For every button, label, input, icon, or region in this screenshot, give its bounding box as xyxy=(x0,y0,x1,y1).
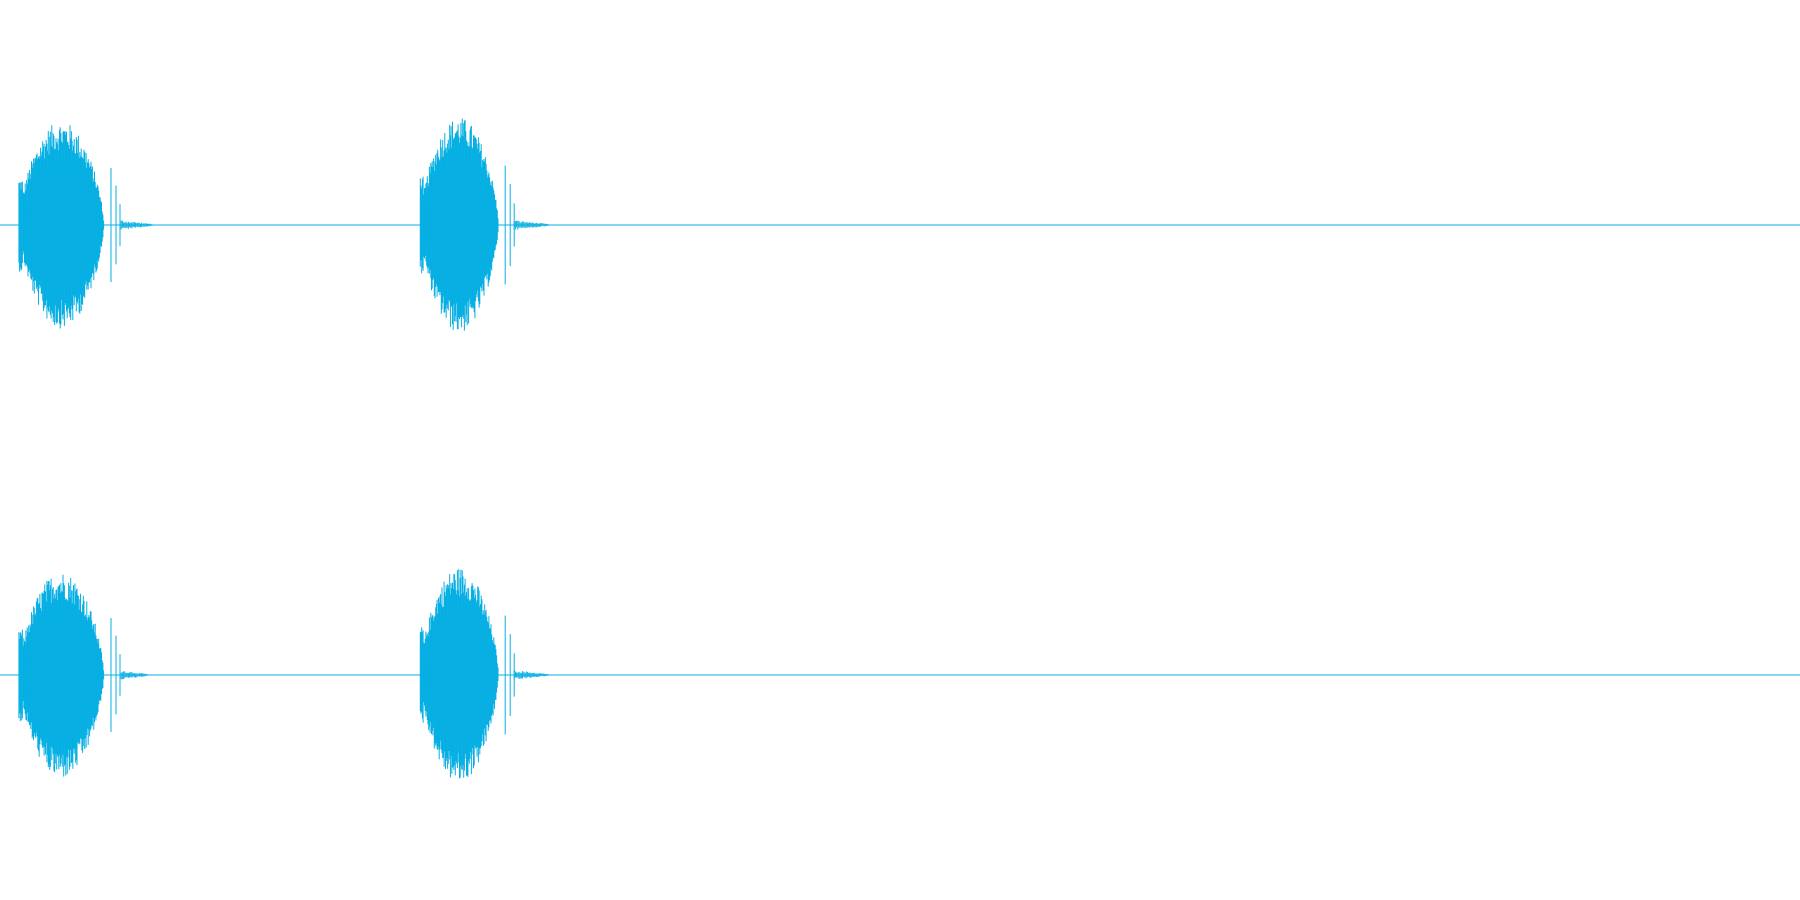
waveform-burst xyxy=(18,125,153,329)
waveform-burst xyxy=(419,118,549,331)
channel-1-track xyxy=(0,118,1800,331)
waveform-burst xyxy=(18,574,149,777)
waveform-burst xyxy=(419,569,549,779)
channel-2-track xyxy=(0,569,1800,779)
